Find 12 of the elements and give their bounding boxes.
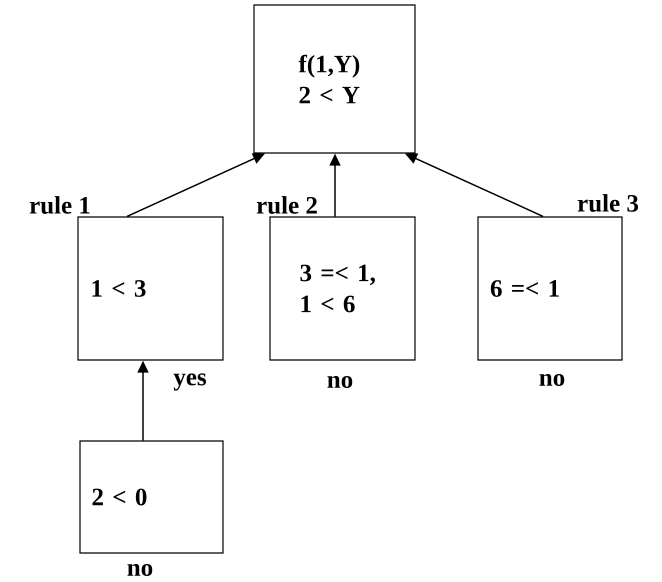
side-label: rule 2	[256, 196, 317, 214]
side-label: rule 1	[30, 196, 90, 214]
side-label: no	[539, 374, 564, 386]
process-box: f(1,Y) 2 < Y	[253, 4, 416, 154]
process-box: 6 =< 1	[477, 216, 623, 361]
edge-label: yes	[172, 372, 208, 392]
side-label: rule 3	[578, 194, 638, 212]
process-box: 2 < 0	[79, 440, 224, 554]
side-label: no	[327, 376, 352, 388]
side-label: no	[127, 564, 152, 576]
process-box: 1 < 3	[77, 216, 224, 361]
process-box: 3 =< 1, 1 < 6	[269, 216, 416, 361]
